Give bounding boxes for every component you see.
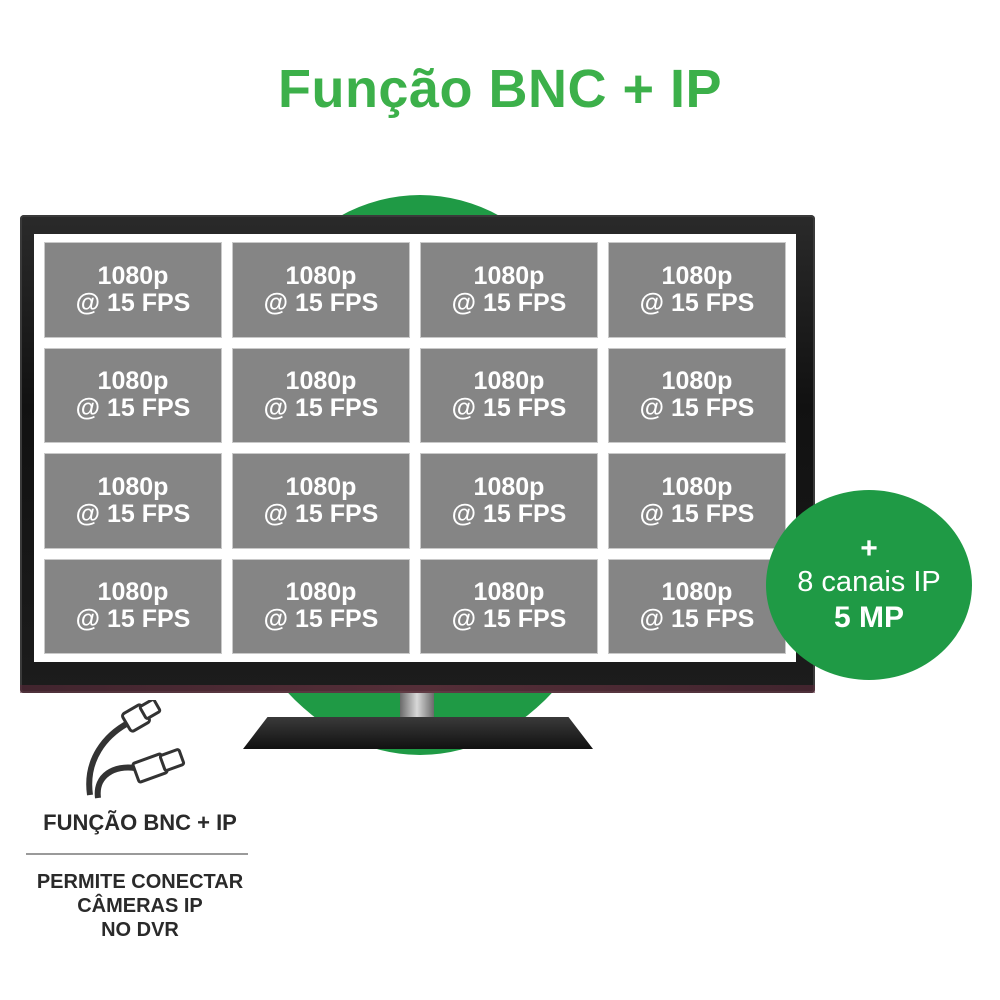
channel-tile: 1080p@ 15 FPS: [232, 558, 410, 654]
channel-tile: 1080p@ 15 FPS: [44, 347, 222, 443]
channel-resolution: 1080p: [97, 367, 169, 396]
channel-resolution: 1080p: [661, 472, 733, 501]
channel-resolution: 1080p: [97, 472, 169, 501]
channel-framerate: @ 15 FPS: [639, 499, 755, 528]
channel-resolution: 1080p: [473, 367, 545, 396]
channel-tile: 1080p@ 15 FPS: [420, 453, 598, 549]
channel-tile: 1080p@ 15 FPS: [232, 242, 410, 338]
channel-tile: 1080p@ 15 FPS: [44, 242, 222, 338]
channel-resolution: 1080p: [97, 261, 169, 290]
channel-tile: 1080p@ 15 FPS: [44, 558, 222, 654]
info-line: PERMITE CONECTAR: [36, 871, 244, 893]
channel-tile: 1080p@ 15 FPS: [608, 242, 786, 338]
channel-tile: 1080p@ 15 FPS: [608, 558, 786, 654]
channel-resolution: 1080p: [661, 367, 733, 396]
badge-plus: +: [860, 532, 878, 565]
monitor-neck: [400, 693, 434, 719]
info-line: CÂMERAS IP: [77, 895, 203, 917]
channel-framerate: @ 15 FPS: [451, 394, 567, 423]
channel-tile: 1080p@ 15 FPS: [608, 347, 786, 443]
channel-resolution: 1080p: [285, 367, 357, 396]
channel-resolution: 1080p: [473, 578, 545, 607]
channel-framerate: @ 15 FPS: [451, 499, 567, 528]
badge-channels: 8 canais IP: [797, 566, 941, 598]
channel-framerate: @ 15 FPS: [263, 394, 379, 423]
info-divider: [26, 853, 248, 855]
channel-tile: 1080p@ 15 FPS: [420, 347, 598, 443]
channel-framerate: @ 15 FPS: [639, 394, 755, 423]
channel-framerate: @ 15 FPS: [263, 605, 379, 634]
info-line: NO DVR: [101, 919, 179, 941]
monitor-stand: [243, 717, 593, 749]
channel-framerate: @ 15 FPS: [75, 605, 191, 634]
channel-framerate: @ 15 FPS: [75, 288, 191, 317]
channel-framerate: @ 15 FPS: [451, 288, 567, 317]
ip-channels-badge: + 8 canais IP 5 MP: [766, 490, 972, 680]
channel-tile: 1080p@ 15 FPS: [232, 347, 410, 443]
channel-tile: 1080p@ 15 FPS: [44, 453, 222, 549]
badge-resolution: 5 MP: [833, 601, 905, 634]
channel-resolution: 1080p: [97, 578, 169, 607]
channel-resolution: 1080p: [285, 261, 357, 290]
page-title: Função BNC + IP: [277, 59, 723, 119]
channel-framerate: @ 15 FPS: [75, 499, 191, 528]
channel-tile: 1080p@ 15 FPS: [232, 453, 410, 549]
channel-tile: 1080p@ 15 FPS: [608, 453, 786, 549]
channel-tile: 1080p@ 15 FPS: [420, 242, 598, 338]
channel-tile: 1080p@ 15 FPS: [420, 558, 598, 654]
channel-resolution: 1080p: [661, 578, 733, 607]
info-description: PERMITE CONECTAR CÂMERAS IP NO DVR: [20, 870, 260, 942]
channel-framerate: @ 15 FPS: [263, 288, 379, 317]
channel-resolution: 1080p: [473, 472, 545, 501]
channel-framerate: @ 15 FPS: [639, 288, 755, 317]
bnc-ip-cable-icon: [86, 700, 186, 799]
channel-framerate: @ 15 FPS: [451, 605, 567, 634]
channel-resolution: 1080p: [285, 472, 357, 501]
channel-resolution: 1080p: [285, 578, 357, 607]
channel-resolution: 1080p: [473, 261, 545, 290]
info-title: FUNÇÃO BNC + IP: [43, 810, 237, 835]
channel-framerate: @ 15 FPS: [75, 394, 191, 423]
channel-framerate: @ 15 FPS: [263, 499, 379, 528]
channel-framerate: @ 15 FPS: [639, 605, 755, 634]
channel-resolution: 1080p: [661, 261, 733, 290]
